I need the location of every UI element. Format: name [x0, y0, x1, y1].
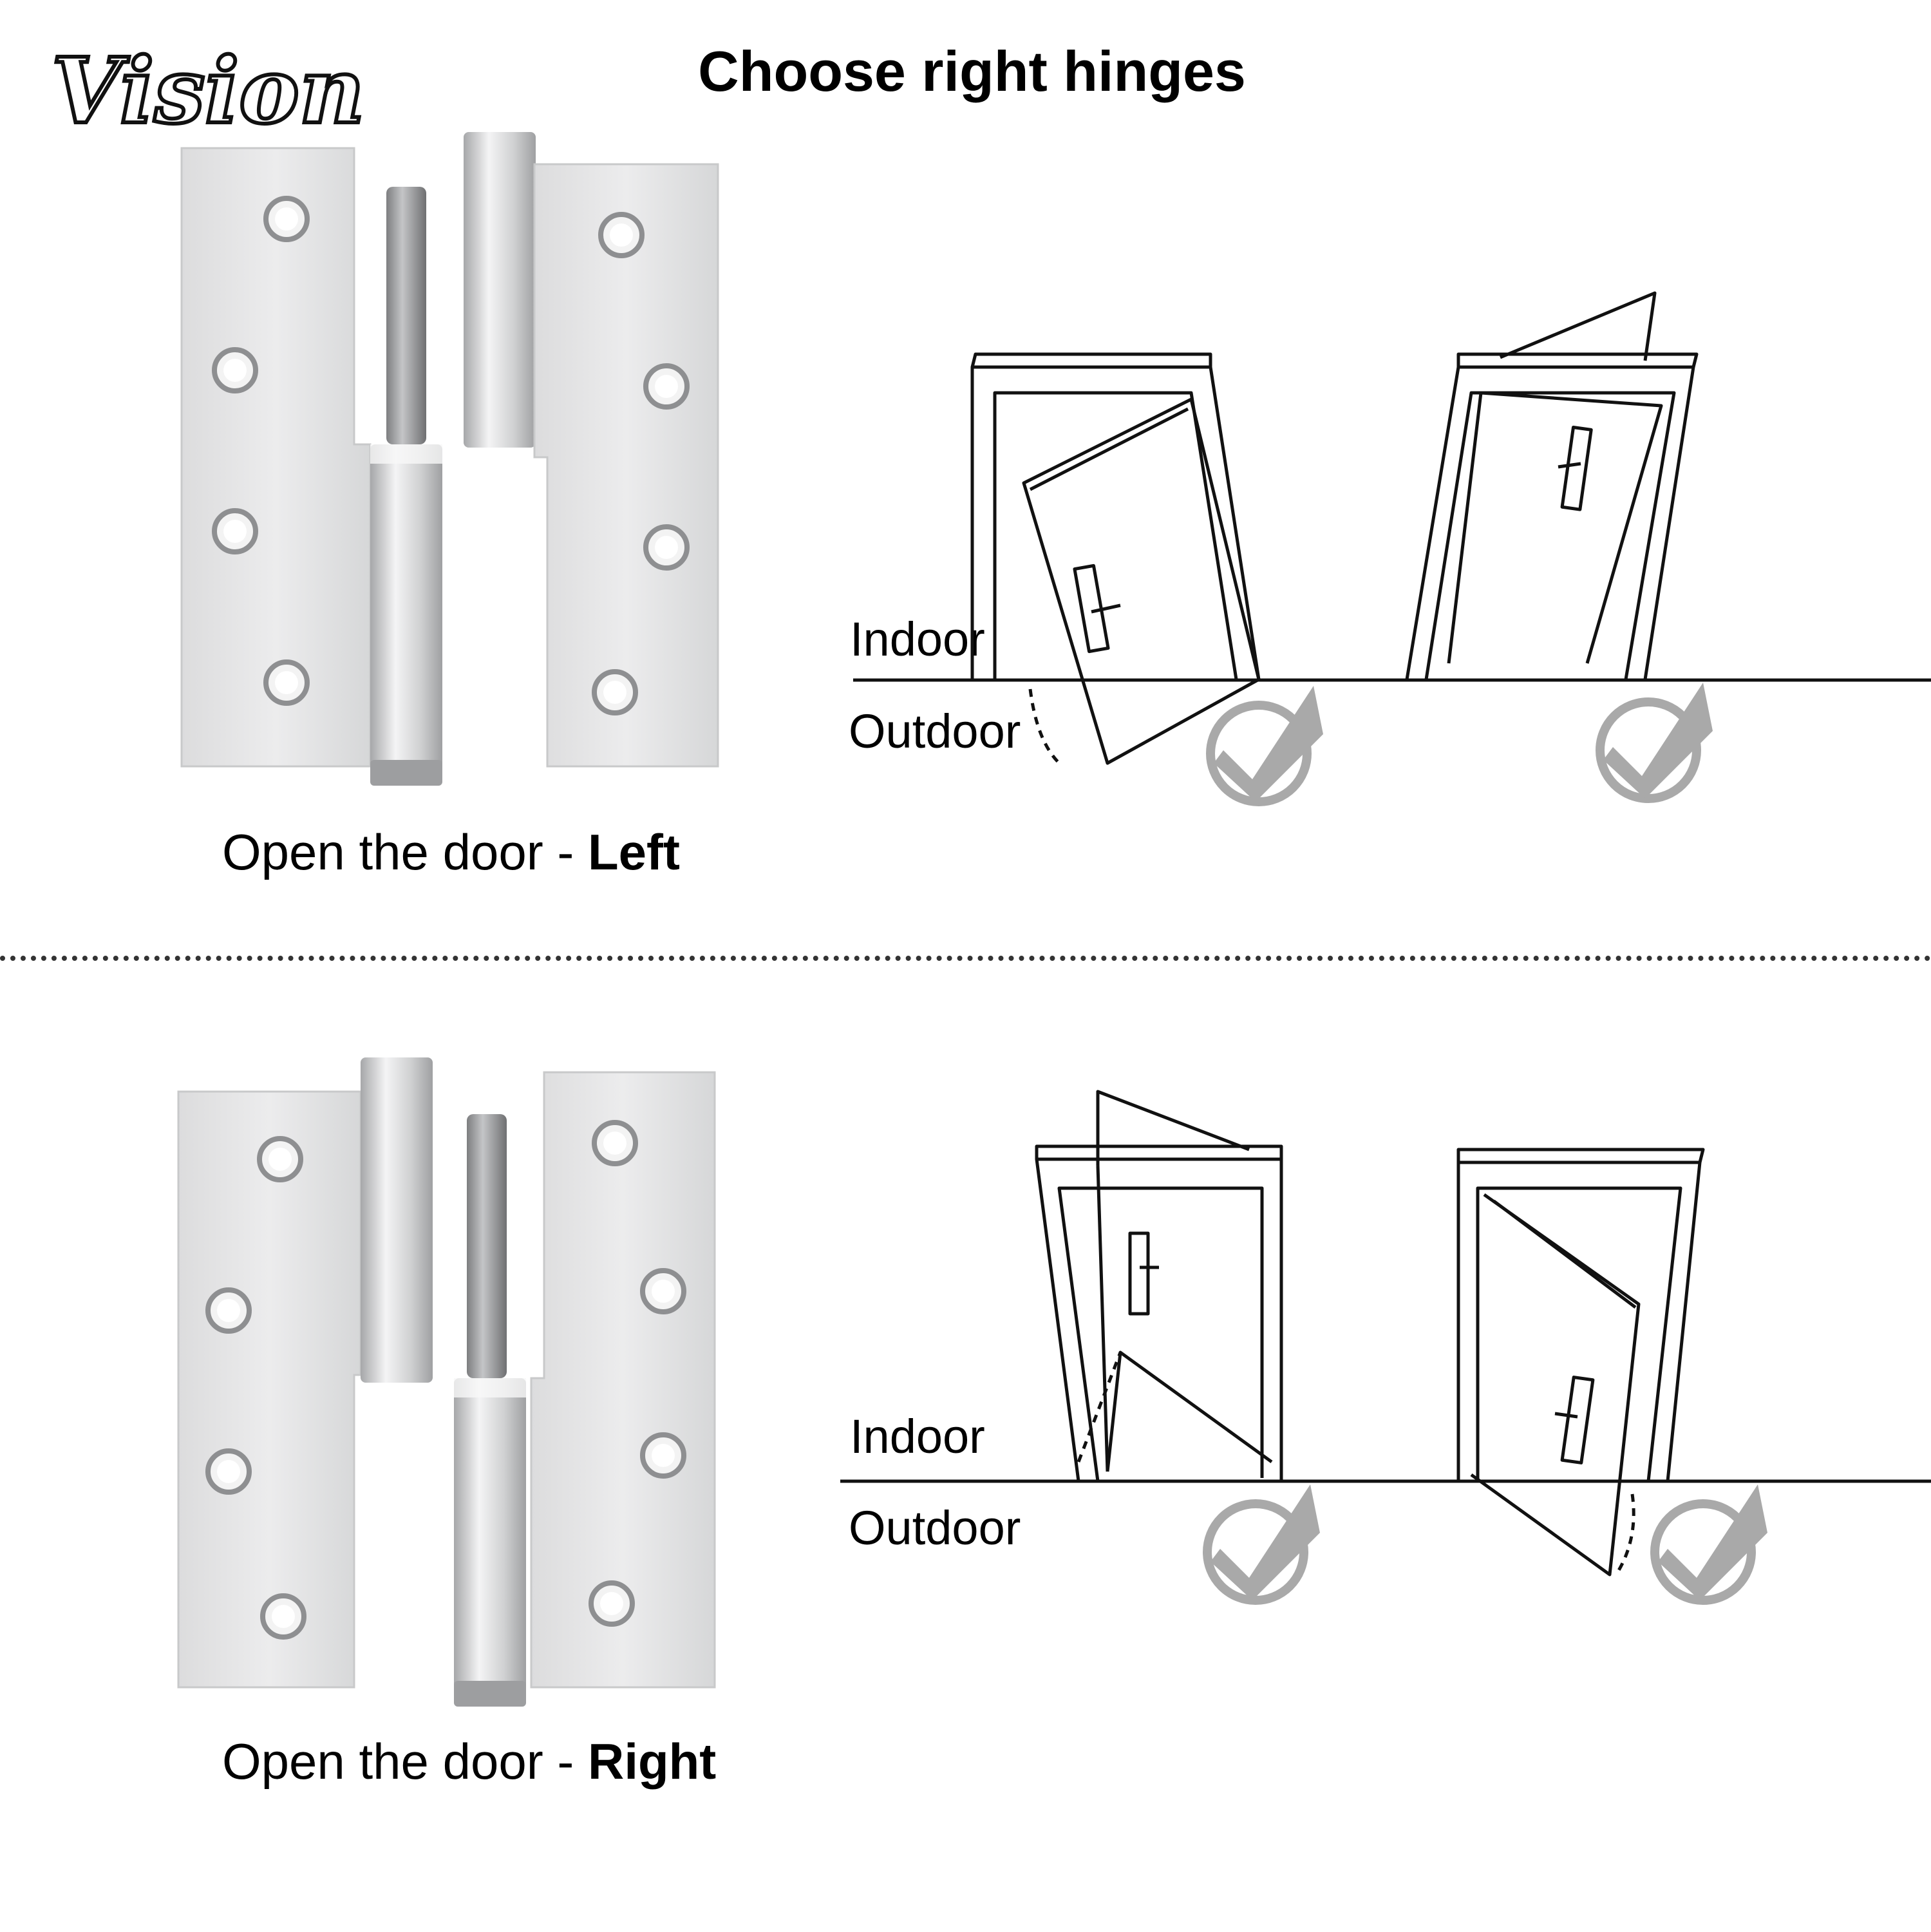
hinge-left-image — [180, 132, 719, 786]
indoor-label-bottom: Indoor — [850, 1410, 985, 1463]
caption-right-prefix: Open the door - — [222, 1733, 589, 1790]
check-mark-icon — [1206, 686, 1323, 806]
section-divider — [0, 956, 1931, 961]
vision-logo: Vision — [50, 39, 367, 142]
caption-left-direction: Left — [588, 824, 680, 880]
page-title: Choose right hinges — [698, 39, 1246, 103]
door-scene-top — [853, 291, 1931, 765]
caption-right: Open the door - Right — [222, 1732, 716, 1791]
outdoor-label-top: Outdoor — [849, 705, 1021, 758]
caption-left-prefix: Open the door - — [222, 824, 589, 880]
caption-left: Open the door - Left — [222, 823, 680, 882]
door-scene-bottom — [840, 1090, 1931, 1577]
check-mark-icon — [1650, 1484, 1767, 1605]
check-mark-icon — [1596, 683, 1713, 803]
outdoor-label-bottom: Outdoor — [849, 1501, 1021, 1555]
indoor-label-top: Indoor — [850, 612, 985, 666]
caption-right-direction: Right — [588, 1733, 717, 1790]
check-mark-icon — [1203, 1484, 1320, 1605]
logo-text: Vision — [52, 39, 365, 142]
hinge-right-image — [177, 1057, 716, 1707]
